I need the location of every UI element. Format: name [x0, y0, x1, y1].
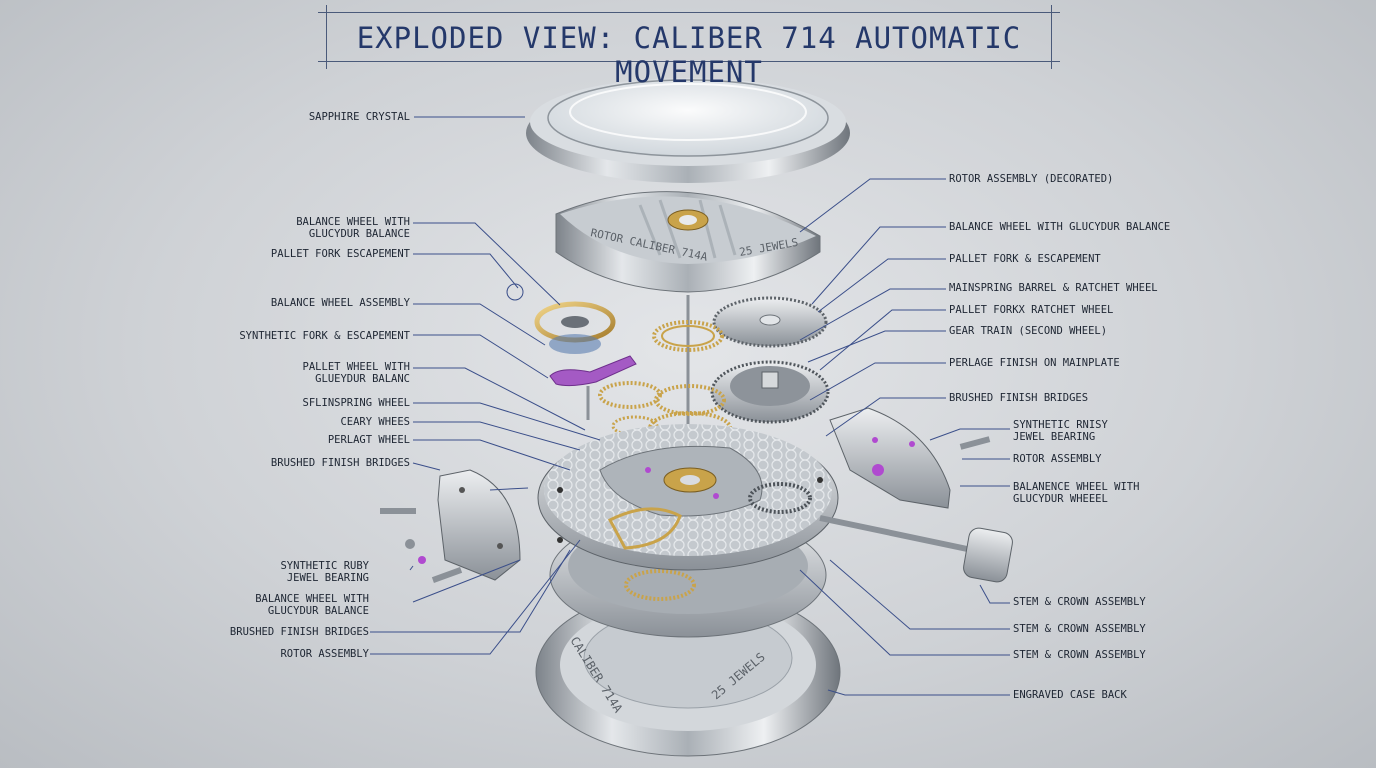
case-back-part: CALIBER 714A 25 JEWELS [535, 587, 841, 757]
label-brushed-finish-bridges-l2: BRUSHED FINISH BRIDGES [229, 626, 369, 638]
label-pallet-fork-escapement-l: PALLET FORK ESCAPEMENT [270, 248, 410, 260]
label-pallet-forkx-ratchet: PALLET FORKX RATCHET WHEEL [949, 304, 1114, 316]
label-synthetic-fork-escapement: SYNTHETIC FORK & ESCAPEMENT [239, 330, 410, 342]
rotor-part: ROTOR CALIBER 714A 25 JEWELS [555, 191, 821, 293]
sapphire-crystal-part [526, 78, 850, 183]
page-title: EXPLODED VIEW: CALIBER 714 AUTOMATIC MOV… [356, 21, 1022, 89]
label-stem-crown-2: STEM & CROWN ASSEMBLY [1013, 623, 1146, 635]
label-brushed-finish-bridges-r: BRUSHED FINISH BRIDGES [949, 392, 1089, 404]
label-balance-wheel-glucydur-2: BALANCE WHEEL WITH GLUCYDUR BALANCE [255, 593, 369, 617]
label-sflinspring-wheel: SFLINSPRING WHEEL [302, 397, 410, 409]
label-synthetic-ruby-jewel: SYNTHETIC RUBY JEWEL BEARING [280, 560, 369, 584]
label-rotor-assembly-l: ROTOR ASSEMBLY [280, 648, 369, 660]
label-brushed-finish-bridges-l1: BRUSHED FINISH BRIDGES [270, 457, 410, 469]
leader-lines [370, 116, 1010, 696]
balance-wheel-part [506, 283, 637, 420]
label-perlage-finish: PERLAGE FINISH ON MAINPLATE [949, 357, 1120, 369]
label-perlagt-wheel: PERLAGT WHEEL [327, 434, 410, 446]
label-rotor-assembly-r: ROTOR ASSEMBLY [1013, 453, 1102, 465]
label-gear-train-second: GEAR TRAIN (SECOND WHEEL) [949, 325, 1108, 337]
label-stem-crown-1: STEM & CROWN ASSEMBLY [1013, 596, 1146, 608]
label-balance-wheel-glucydur-r: BALANCE WHEEL WITH GLUCYDUR BALANCE [949, 221, 1171, 233]
label-pallet-fork-escapement-r: PALLET FORK & ESCAPEMENT [949, 253, 1101, 265]
ratchet-wheel-part [710, 360, 830, 424]
label-balanence-wheel: BALANENCE WHEEL WITH GLUCYDUR WHEEEL [1013, 481, 1140, 505]
label-stem-crown-3: STEM & CROWN ASSEMBLY [1013, 649, 1146, 661]
label-pallet-wheel-gluedur: PALLET WHEEL WITH GLUEYDUR BALANC [302, 361, 410, 385]
label-sapphire-crystal: SAPPHIRE CRYSTAL [308, 111, 410, 123]
label-synthetic-rnisy-jewel: SYNTHETIC RNISY JEWEL BEARING [1013, 419, 1108, 443]
label-balance-wheel-assembly: BALANCE WHEEL ASSEMBLY [270, 297, 410, 309]
label-balance-wheel-glucydur-1: BALANCE WHEEL WITH GLUCYDUR BALANCE [296, 216, 410, 240]
label-engraved-case-back: ENGRAVED CASE BACK [1013, 689, 1127, 701]
right-bridge-part [829, 407, 991, 509]
label-rotor-assembly-decorated: ROTOR ASSEMBLY (DECORATED) [949, 173, 1114, 185]
label-ceary-whees: CEARY WHEES [340, 416, 410, 428]
mainspring-barrel-part [712, 296, 828, 348]
title-frame: EXPLODED VIEW: CALIBER 714 AUTOMATIC MOV… [318, 5, 1060, 89]
stem-crown-part [819, 515, 1013, 583]
left-bridge-part [380, 469, 521, 583]
mainplate-part [537, 424, 839, 571]
label-mainspring-barrel: MAINSPRING BARREL & RATCHET WHEEL [949, 282, 1158, 294]
